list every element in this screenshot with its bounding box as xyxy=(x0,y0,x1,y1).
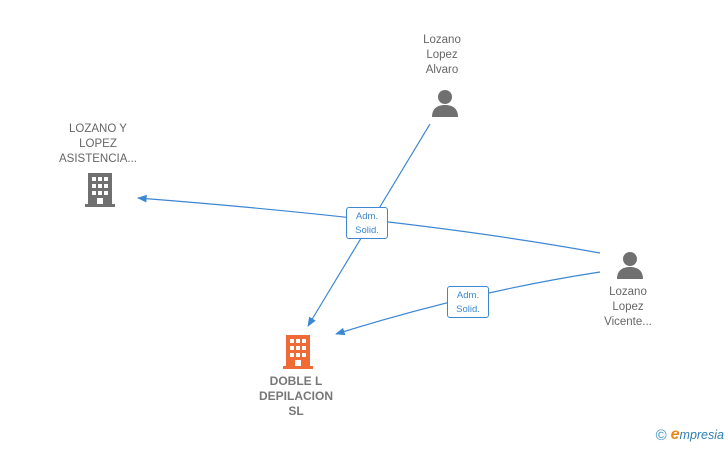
person-icon[interactable] xyxy=(615,250,645,280)
node-label-vicente: Lozano Lopez Vicente... xyxy=(604,286,652,328)
brand-e: e xyxy=(670,426,680,443)
copyright-icon: © xyxy=(655,426,667,444)
edge-role-badge: Adm. Solid. xyxy=(447,286,489,318)
person-icon[interactable] xyxy=(430,88,460,118)
brand-logo[interactable]: empresia xyxy=(671,426,724,444)
edge-role-badge: Adm. Solid. xyxy=(346,207,388,239)
node-label-alvaro: Lozano Lopez Alvaro xyxy=(423,34,461,76)
brand-footer: © empresia xyxy=(656,426,724,444)
building-icon[interactable] xyxy=(84,173,116,207)
node-label-asistencia: LOZANO Y LOPEZ ASISTENCIA... xyxy=(59,123,137,165)
building-icon[interactable] xyxy=(282,335,314,369)
brand-name: mpresia xyxy=(679,428,724,442)
node-label-doble: DOBLE L DEPILACION SL xyxy=(258,374,333,418)
edge-vicente-asistencia xyxy=(137,194,601,254)
